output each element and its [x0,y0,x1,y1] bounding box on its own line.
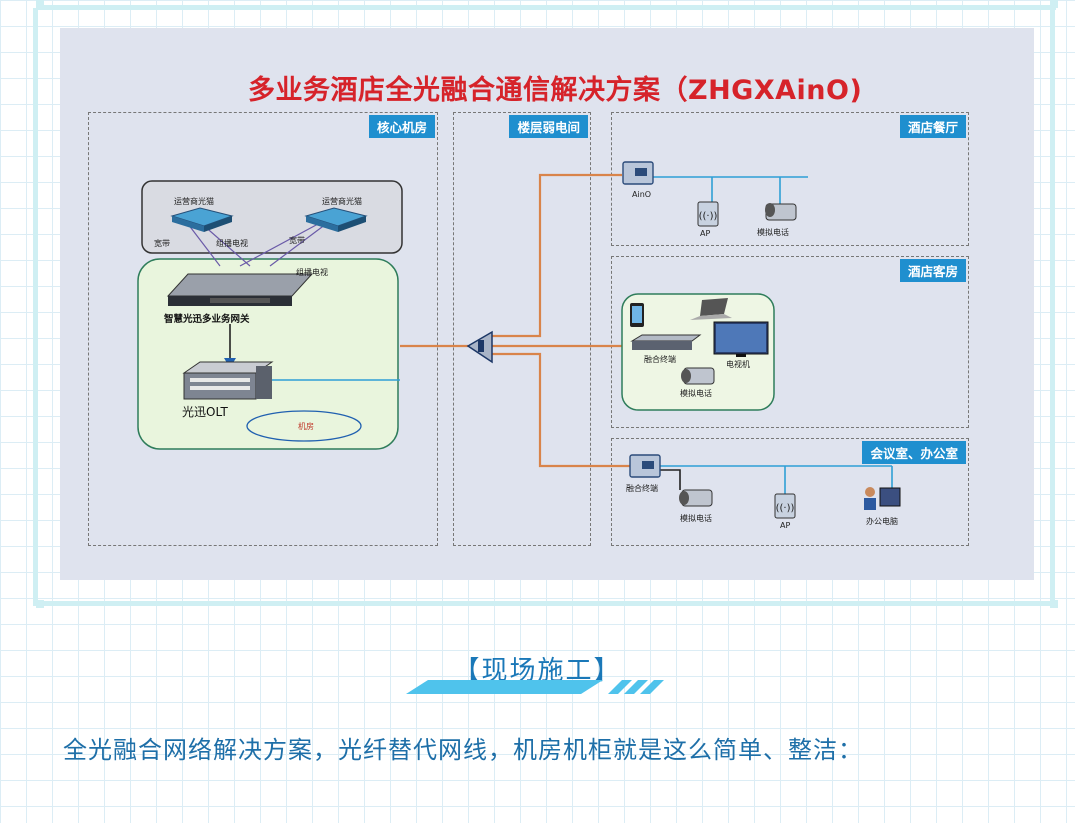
office-pc-icon [864,487,901,510]
laptop-icon [690,298,732,320]
guestroom-terminal-icon [630,334,702,350]
zone-label-restaurant: 酒店餐厅 [899,115,966,138]
label-meeting-phone: 模拟电话 [680,514,712,523]
label-tv: 电视机 [726,360,750,369]
label-modem-left: 运营商光猫 [174,197,214,206]
label-machine-room: 机房 [298,422,314,431]
modem-link [269,223,327,267]
label-modem-right: 运营商光猫 [322,197,362,206]
zone-core-room: 核心机房 [88,112,438,546]
diagram-title: 多业务酒店全光融合通信解决方案（ZHGXAinO) [248,75,863,106]
phone-link-meeting [660,469,681,490]
guestroom-phone-icon [681,367,715,385]
label-restaurant-phone: 模拟电话 [757,228,789,237]
gateway-device-icon [166,273,314,306]
machine-room-ellipse [246,410,362,442]
frame-left-border [33,8,38,606]
zone-label-core: 核心机房 [368,115,435,138]
zone-guestroom: 酒店客房 [611,256,969,428]
fiber-splitter-restaurant [492,173,622,338]
diagram-graphics: ((·)) [137,161,901,519]
svg-text:((·)): ((·)) [699,211,718,222]
smartphone-icon [630,303,644,327]
heading-decoration [406,680,664,694]
label-meeting-ap: AP [780,521,791,530]
frame-corner [1050,0,1058,8]
meeting-phone-icon [679,489,713,507]
label-gateway: 智慧光迅多业务网关 [164,314,250,325]
modem-link [201,223,251,267]
frame-bottom-border [38,601,1056,606]
label-iptv-main: 组播电视 [296,268,328,277]
label-office-pc: 办公电脑 [866,517,898,526]
frame-corner [36,600,44,608]
label-broadband-right: 宽带 [289,236,305,245]
frame-right-border [1050,8,1055,606]
olt-device-icon [182,361,274,400]
frame-corner [1050,600,1058,608]
core-equipment-area [137,258,399,450]
zone-meeting: 会议室、办公室 [611,438,969,546]
zone-label-meeting: 会议室、办公室 [862,441,966,464]
zone-label-floor: 楼层弱电间 [509,115,588,138]
network-diagram: 多业务酒店全光融合通信解决方案（ZHGXAinO) 核心机房 楼层弱电间 酒店餐… [60,28,1034,580]
optical-splitter-icon [466,330,493,364]
zone-label-guestroom: 酒店客房 [899,259,966,282]
label-broadband-left: 宽带 [154,239,170,248]
modem-icon-right [304,207,368,232]
label-aino: AinO [632,190,652,199]
modem-icon-left [170,207,234,232]
restaurant-ap-icon: ((·)) [697,201,719,227]
zone-restaurant: 酒店餐厅 [611,112,969,246]
meeting-terminal-icon [629,454,661,478]
frame-corner [36,0,44,8]
label-olt: 光迅OLT [182,405,228,419]
aino-device-icon [622,161,654,185]
tv-icon [713,321,769,357]
carrier-modem-area [141,180,403,254]
label-iptv-left: 组播电视 [216,239,248,248]
meeting-ap-icon: ((·)) [774,493,796,519]
restaurant-phone-icon [765,203,797,221]
modem-link [239,223,319,267]
label-guestroom-phone: 模拟电话 [680,389,712,398]
fiber-splitter-meeting [492,352,630,468]
label-restaurant-ap: AP [700,229,711,238]
zone-floor-closet: 楼层弱电间 [453,112,591,546]
frame-top-border [38,5,1056,10]
label-meeting-terminal: 融合终端 [626,484,658,493]
modem-link [187,223,221,267]
svg-text:((·)): ((·)) [776,503,795,514]
label-guestroom-terminal: 融合终端 [644,355,676,364]
body-paragraph: 全光融合网络解决方案，光纤替代网线，机房机柜就是这么简单、整洁： [63,736,863,764]
